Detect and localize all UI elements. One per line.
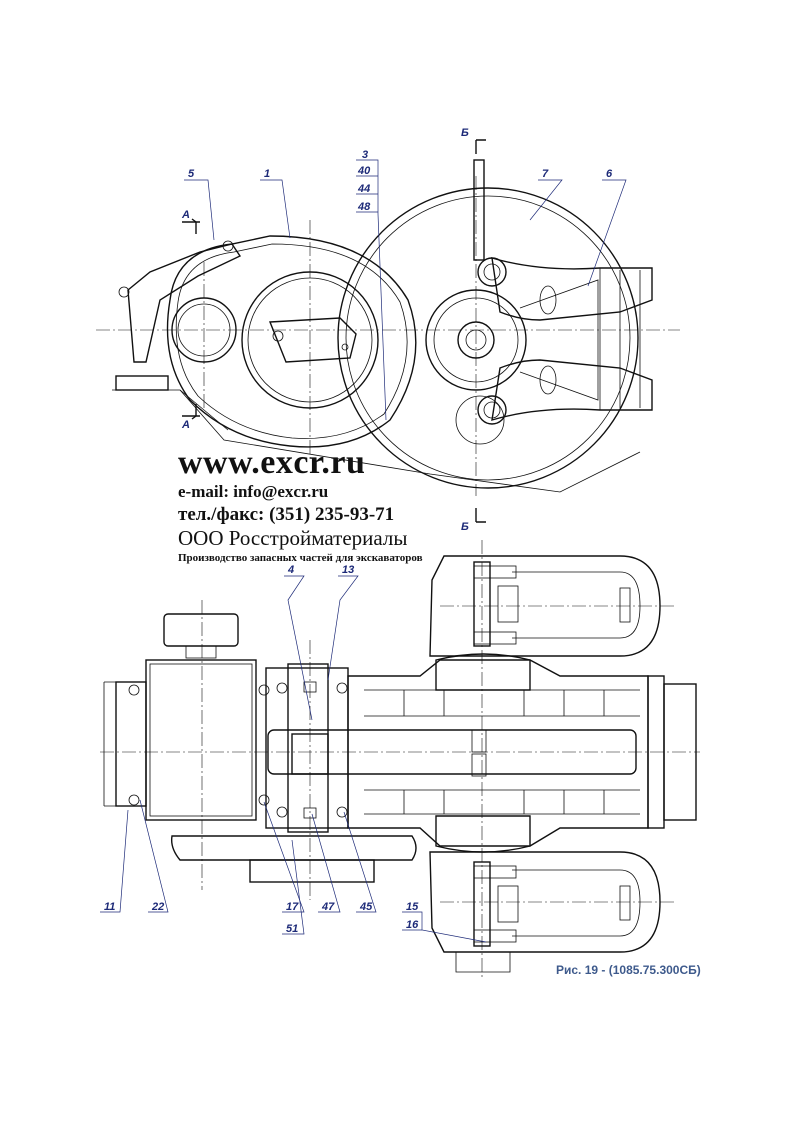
v-belt-pulley	[170, 835, 417, 861]
watermark-email[interactable]: e-mail: info@excr.ru	[178, 482, 329, 501]
section-b-bottom-label: Б	[461, 521, 469, 533]
callout-47: 47	[321, 901, 335, 913]
callout-17: 17	[286, 901, 299, 913]
callout-16: 16	[406, 919, 419, 931]
bracket-arm	[491, 257, 653, 321]
motor-mount	[127, 243, 242, 363]
callout-51: 51	[286, 923, 298, 935]
callout-1: 1	[264, 168, 270, 180]
callout-7: 7	[542, 168, 549, 180]
handle-rod	[473, 159, 485, 261]
callout-13: 13	[342, 564, 354, 576]
figure-caption: Рис. 19 - (1085.75.300СБ)	[556, 963, 701, 977]
callout-22: 22	[151, 901, 164, 913]
callout-44: 44	[357, 183, 370, 195]
motor-frame	[115, 681, 147, 807]
watermark-tagline: Производство запасных частей для экскава…	[178, 552, 423, 564]
callout-45: 45	[359, 901, 373, 913]
callout-3: 3	[362, 149, 368, 161]
callout-48: 48	[357, 201, 371, 213]
plan-view	[100, 540, 700, 980]
section-a-bottom-label: А	[181, 419, 190, 431]
drum-housing	[347, 659, 649, 847]
base-foot	[115, 375, 169, 391]
top-view	[96, 139, 680, 523]
bottom-callout-leaders	[100, 575, 487, 943]
callout-15: 15	[406, 901, 419, 913]
section-a-top-label: А	[181, 209, 190, 221]
drum-outline	[337, 187, 639, 489]
watermark-phone: тел./факс: (351) 235-93-71	[178, 504, 395, 525]
top-callout-leaders	[184, 159, 627, 421]
drum-inner-rim	[345, 195, 631, 481]
callout-40: 40	[357, 165, 371, 177]
callout-5: 5	[188, 168, 195, 180]
brake-pulley	[163, 613, 239, 647]
gearbox-housing	[166, 235, 417, 448]
callout-11: 11	[104, 901, 115, 913]
lower-pin	[477, 395, 507, 425]
watermark-url[interactable]: www.excr.ru	[178, 444, 366, 481]
watermark-company: ООО Росстройматериалы	[178, 526, 408, 550]
cover-plate	[268, 317, 357, 363]
upper-pin	[477, 257, 507, 287]
section-b-top-label: Б	[461, 127, 469, 139]
motor-body	[145, 659, 257, 821]
callout-4: 4	[287, 564, 294, 576]
callout-6: 6	[606, 168, 613, 180]
